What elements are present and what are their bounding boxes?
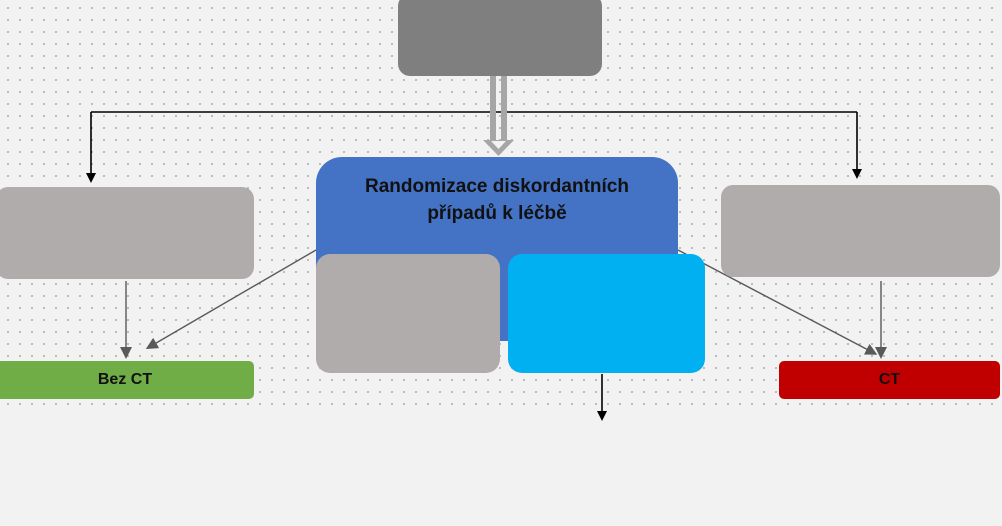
arrow-randomization-to-ct <box>677 249 878 355</box>
top-source-box <box>398 0 602 76</box>
ct-box: CT <box>779 361 1000 399</box>
right-grey-box <box>721 185 1000 277</box>
left-grey-box <box>0 187 254 279</box>
double-arrow-down <box>483 76 514 156</box>
bez-ct-box: Bez CT <box>0 361 254 399</box>
inner-grey-box <box>316 254 500 373</box>
inner-blue-box <box>508 254 705 373</box>
arrow-randomization-to-bez-ct <box>145 249 317 350</box>
randomization-title: Randomizace diskordantních případů k léč… <box>365 176 629 224</box>
